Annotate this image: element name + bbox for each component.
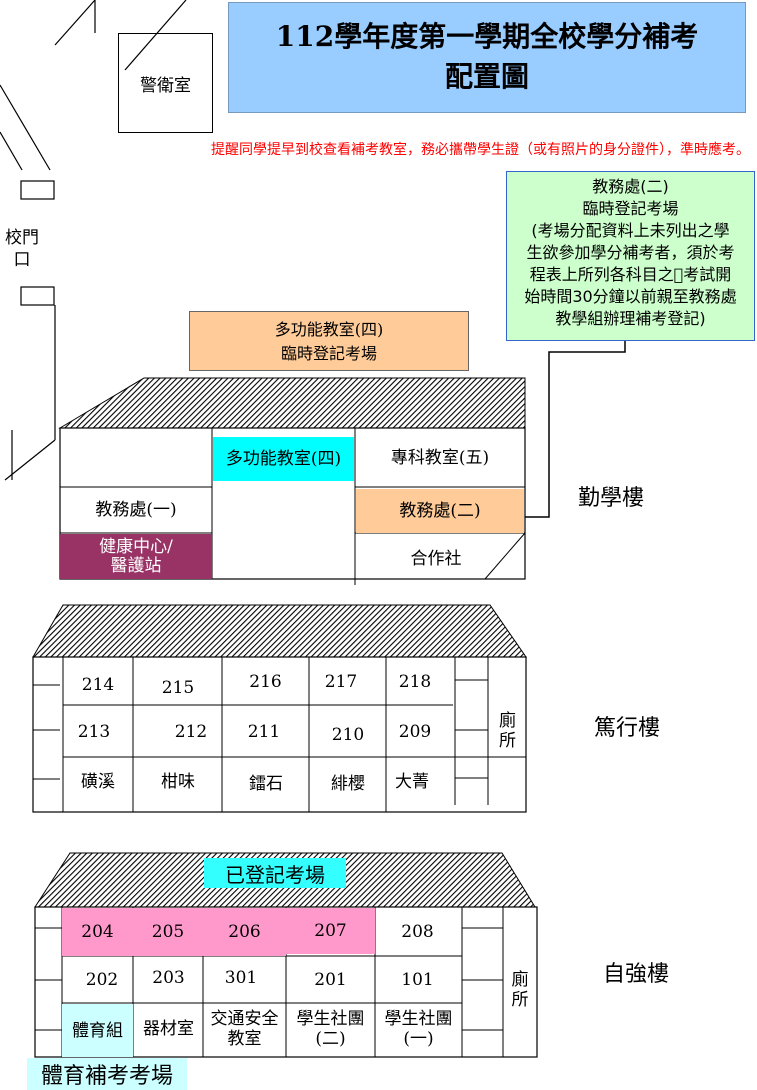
qinxue-roof bbox=[58, 377, 526, 429]
room-huangxi: 磺溪 bbox=[81, 772, 115, 792]
room-multi-function-4: 多功能教室(四) bbox=[213, 437, 354, 481]
room-204: 204 bbox=[62, 908, 133, 956]
title-line2: 配置圖 bbox=[444, 60, 529, 93]
note-line: 程表上所列各科目之 考試開 bbox=[529, 265, 732, 284]
room-daqing: 大菁 bbox=[395, 772, 429, 792]
room-203: 203 bbox=[152, 968, 185, 988]
health-center-line2: 醫護站 bbox=[110, 555, 162, 576]
note-connector-line bbox=[525, 341, 626, 518]
room-academic-office-1: 教務處(一) bbox=[95, 500, 177, 520]
club-2-line1: 學生社團 bbox=[296, 1009, 365, 1029]
room-206: 206 bbox=[203, 908, 286, 956]
duxing-roof bbox=[32, 604, 527, 658]
registered-exam-tag: 已登記考場 bbox=[204, 858, 346, 888]
note-line: 教學組辦理補考登記) bbox=[555, 309, 706, 328]
room-207: 207 bbox=[286, 908, 375, 954]
room-leishi: 鐳石 bbox=[249, 774, 283, 794]
restroom-line2: 所 bbox=[511, 990, 529, 1010]
duxing-body bbox=[32, 656, 527, 813]
room-pe-office: 體育組 bbox=[62, 1004, 133, 1057]
note-line: 教務處(二) bbox=[592, 177, 669, 196]
gate-pillar-bottom bbox=[20, 286, 55, 306]
note-line: 始時間30分鐘以前親至教務處 bbox=[524, 287, 737, 306]
room-210: 210 bbox=[331, 725, 365, 745]
restroom-line2: 所 bbox=[499, 731, 516, 751]
room-special-5: 專科教室(五) bbox=[390, 448, 490, 468]
ziqiang-restroom: 廁 所 bbox=[503, 965, 537, 1015]
room-feiying: 緋櫻 bbox=[331, 774, 365, 794]
room-health-center: 健康中心/ 醫護站 bbox=[60, 534, 212, 579]
room-213: 213 bbox=[77, 722, 111, 742]
room-215: 215 bbox=[161, 678, 195, 698]
room-301: 301 bbox=[224, 968, 258, 988]
room-212: 212 bbox=[174, 722, 208, 742]
restroom-line1: 廁 bbox=[511, 970, 529, 990]
building-label-duxing: 篤行樓 bbox=[594, 716, 661, 741]
multi-room-note-line1: 多功能教室(四) bbox=[274, 320, 384, 339]
page-title: 112學年度第一學期全校學分補考 配置圖 bbox=[228, 2, 746, 113]
multi-room-note-line2: 臨時登記考場 bbox=[280, 344, 377, 363]
building-label-ziqiang: 自強樓 bbox=[603, 962, 670, 987]
qinxue-body bbox=[59, 427, 526, 580]
duxing-restroom: 廁 所 bbox=[489, 708, 526, 754]
building-label-qinxue: 勤學樓 bbox=[578, 486, 645, 511]
room-student-club-2: 學生社團 (二) bbox=[286, 1006, 375, 1052]
school-gate-label: 校門 口 bbox=[2, 227, 42, 271]
room-traffic-safety: 交通安全 教室 bbox=[203, 1006, 286, 1052]
room-ganwei: 柑味 bbox=[161, 772, 195, 792]
notice-text: 提醒同學提早到校查看補考教室，務必攜帶學生證（或有照片的身分證件），準時應考。 bbox=[211, 142, 750, 158]
room-208: 208 bbox=[401, 922, 434, 942]
note-line: 生欲參加學分補考者，須於考 bbox=[526, 243, 735, 262]
room-209: 209 bbox=[398, 722, 432, 742]
room-student-club-1: 學生社團 (一) bbox=[375, 1006, 462, 1052]
room-218: 218 bbox=[398, 672, 432, 692]
club-2-line2: (二) bbox=[315, 1029, 346, 1049]
room-202: 202 bbox=[85, 970, 119, 990]
note-line: 臨時登記考場 bbox=[582, 199, 679, 218]
traffic-safety-line1: 交通安全 bbox=[210, 1009, 279, 1029]
traffic-safety-line2: 教室 bbox=[227, 1029, 262, 1049]
room-101: 101 bbox=[401, 970, 434, 990]
title-line1: 112學年度第一學期全校學分補考 bbox=[275, 20, 699, 53]
gate-pillar-top bbox=[20, 180, 55, 200]
room-academic-office-2: 教務處(二) bbox=[356, 489, 524, 533]
school-gate-line1: 校門 bbox=[5, 228, 39, 248]
qinxue-grid bbox=[60, 428, 526, 585]
restroom-line1: 廁 bbox=[499, 711, 516, 731]
room-217: 217 bbox=[324, 672, 358, 692]
note-line: (考場分配資料上未列出之學 bbox=[531, 221, 730, 240]
pe-exam-tag: 體育補考考場 bbox=[27, 1058, 187, 1090]
duxing-grid bbox=[33, 657, 526, 812]
room-coop: 合作社 bbox=[410, 549, 462, 569]
multi-room-note: 多功能教室(四) 臨時登記考場 bbox=[189, 311, 469, 371]
health-center-line1: 健康中心/ bbox=[99, 536, 173, 557]
guard-room: 警衛室 bbox=[118, 33, 213, 133]
club-1-line1: 學生社團 bbox=[384, 1009, 453, 1029]
room-211: 211 bbox=[247, 722, 281, 742]
room-214: 214 bbox=[81, 675, 115, 695]
room-216: 216 bbox=[249, 672, 282, 692]
entrance-road bbox=[0, 0, 187, 481]
ziqiang-grid bbox=[35, 907, 504, 1057]
room-205: 205 bbox=[133, 908, 203, 956]
school-gate-line2: 口 bbox=[13, 250, 31, 270]
academic-office-2-note: 教務處(二) 臨時登記考場 (考場分配資料上未列出之學 生欲參加學分補考者，須於… bbox=[506, 171, 755, 341]
room-equipment: 器材室 bbox=[143, 1019, 194, 1039]
room-201: 201 bbox=[314, 970, 347, 990]
club-1-line2: (一) bbox=[403, 1029, 434, 1049]
